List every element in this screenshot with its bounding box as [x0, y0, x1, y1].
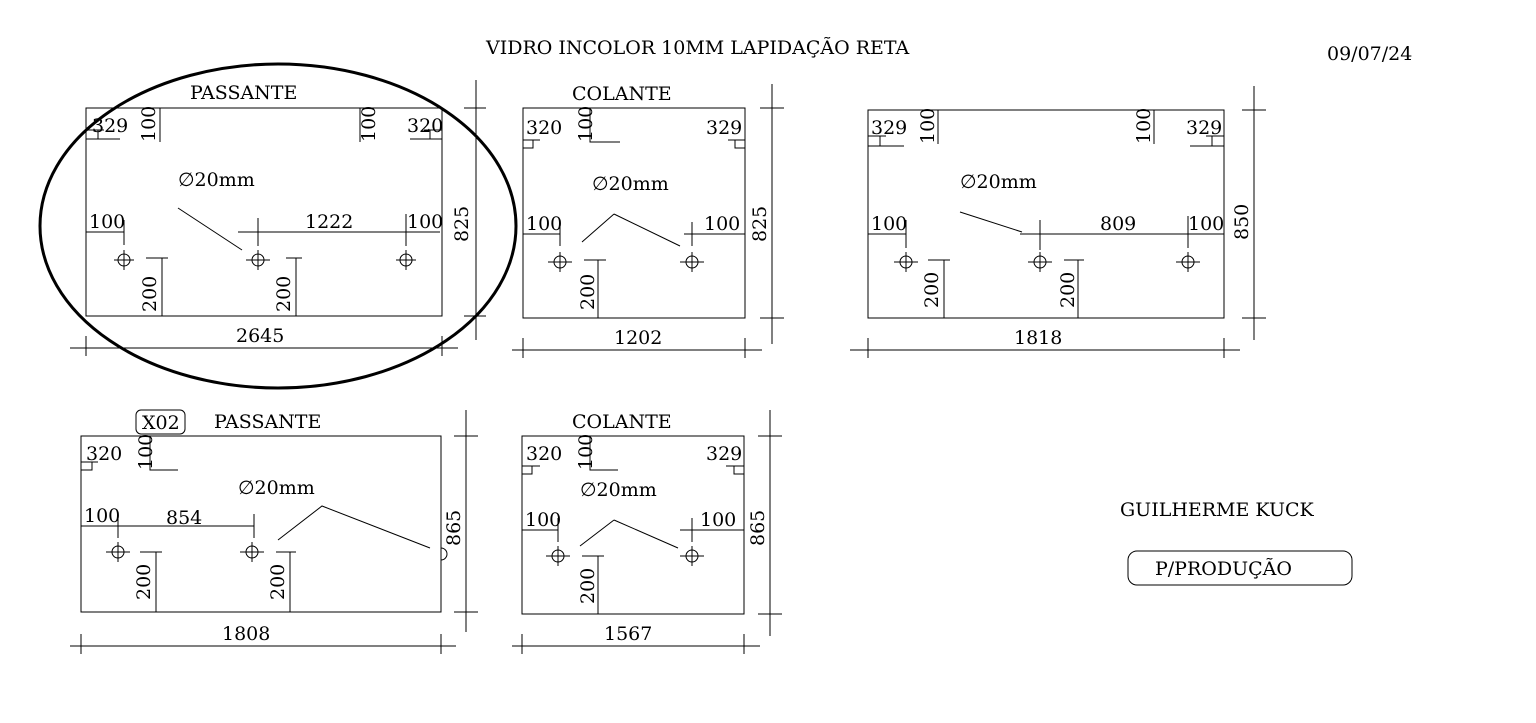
panel-3-edge-left: 100 — [871, 213, 907, 235]
panel-3-hole-offset-1: 200 — [921, 272, 943, 308]
drawing-date: 09/07/24 — [1327, 43, 1412, 65]
panel-4-height: 865 — [443, 510, 465, 546]
highlight-ellipse — [38, 62, 518, 390]
panel-4-edge-hole — [440, 547, 448, 561]
panel-5: COLANTE 320 329 100 ∅20mm 100 100 200 15… — [512, 410, 782, 654]
panel-5-corner-left: 320 — [526, 443, 562, 465]
panel-5-outline — [521, 435, 745, 615]
panel-5-edge-right: 100 — [700, 509, 736, 531]
panel-2: COLANTE 320 329 100 ∅20mm 100 100 200 12… — [512, 83, 784, 358]
panel-3-hole-1 — [894, 252, 918, 272]
panel-5-hole-2 — [680, 546, 704, 566]
panel-3-offset-top-left: 100 — [917, 108, 939, 144]
panel-1-height: 825 — [451, 206, 473, 242]
panel-5-label: COLANTE — [572, 411, 672, 433]
panel-2-corner-left: 320 — [526, 117, 562, 139]
panel-5-edge-left: 100 — [525, 509, 561, 531]
panel-1-label: PASSANTE — [190, 82, 297, 104]
panel-1: PASSANTE 329 320 100 100 ∅20mm 100 1222 … — [38, 62, 518, 390]
panel-3-hole-2 — [1028, 252, 1052, 272]
panel-3: 329 329 100 100 ∅20mm 100 809 100 200 20… — [850, 86, 1266, 358]
panel-5-width: 1567 — [604, 623, 652, 645]
panel-4-hole-diameter: ∅20mm — [238, 477, 315, 499]
panel-1-hole-offset-2: 200 — [273, 276, 295, 312]
panel-3-edge-right: 100 — [1188, 213, 1224, 235]
status-label: P/PRODUÇÃO — [1155, 558, 1292, 580]
panel-3-corner-right: 329 — [1186, 117, 1222, 139]
panel-3-outline — [867, 109, 1225, 319]
panel-3-height: 850 — [1231, 204, 1253, 240]
panel-4-width: 1808 — [222, 623, 270, 645]
panel-4-spacing: 854 — [166, 507, 202, 529]
panel-2-corner-right: 329 — [706, 117, 742, 139]
panel-2-hole-diameter: ∅20mm — [592, 173, 669, 195]
panel-4-edge-left: 100 — [84, 505, 120, 527]
panel-1-hole-3 — [396, 250, 416, 270]
panel-1-offset-top-left: 100 — [138, 106, 160, 142]
panel-1-outline — [85, 107, 443, 317]
author-name: GUILHERME KUCK — [1120, 499, 1314, 521]
panel-1-offset-top-right: 100 — [358, 106, 380, 142]
panel-1-width: 2645 — [236, 325, 284, 347]
panel-4-hole-offset-1: 200 — [133, 564, 155, 600]
panel-4-offset-top-left: 100 — [135, 434, 157, 470]
panel-1-notch-right — [410, 129, 442, 140]
panel-3-hole-3 — [1176, 252, 1200, 272]
panel-2-hole-offset-1: 200 — [577, 274, 599, 310]
panel-2-edge-right: 100 — [704, 213, 740, 235]
panel-3-width: 1818 — [1014, 327, 1062, 349]
panel-3-hole-offset-2: 200 — [1057, 272, 1079, 308]
panel-2-width: 1202 — [614, 327, 662, 349]
panel-1-spacing: 1222 — [305, 211, 353, 233]
panel-2-edge-left: 100 — [526, 213, 562, 235]
panel-1-corner-left: 329 — [92, 115, 128, 137]
panel-1-hole-1 — [114, 250, 134, 270]
panel-2-outline — [522, 107, 746, 319]
panel-5-height: 865 — [747, 510, 769, 546]
panel-4: X02 PASSANTE 320 100 ∅20mm 100 854 200 2… — [70, 409, 478, 654]
panel-4-hole-offset-2: 200 — [267, 564, 289, 600]
panel-4-outline — [80, 435, 442, 613]
panel-2-hole-1 — [548, 252, 572, 272]
panel-4-tag: X02 — [142, 412, 180, 434]
panel-2-offset-top-left: 100 — [575, 106, 597, 142]
panel-1-hole-offset-1: 200 — [139, 276, 161, 312]
panel-1-notch-left — [86, 129, 120, 140]
panel-3-offset-top-right: 100 — [1133, 108, 1155, 144]
panel-3-hole-diameter: ∅20mm — [960, 171, 1037, 193]
panel-5-hole-diameter: ∅20mm — [580, 479, 657, 501]
panel-1-edge-left: 100 — [89, 211, 125, 233]
panel-2-label: COLANTE — [572, 83, 672, 105]
panel-1-corner-right: 320 — [407, 115, 443, 137]
panel-4-corner-left: 320 — [86, 443, 122, 465]
panel-5-corner-right: 329 — [706, 443, 742, 465]
panel-1-hole-2 — [246, 250, 270, 270]
panel-5-offset-top-left: 100 — [575, 434, 597, 470]
panel-4-label: PASSANTE — [214, 411, 321, 433]
panel-2-hole-2 — [680, 252, 704, 272]
panel-1-hole-diameter: ∅20mm — [178, 169, 255, 191]
status-box — [1127, 550, 1353, 586]
panel-1-edge-right: 100 — [407, 211, 443, 233]
panel-5-hole-1 — [546, 546, 570, 566]
panel-4-hole-1 — [106, 542, 130, 562]
panel-5-hole-offset-1: 200 — [577, 568, 599, 604]
panel-4-tag-box — [135, 409, 186, 435]
panel-3-spacing: 809 — [1100, 213, 1136, 235]
panel-4-hole-2 — [240, 542, 264, 562]
drawing-title: VIDRO INCOLOR 10MM LAPIDAÇÃO RETA — [485, 37, 910, 59]
panel-3-corner-left: 329 — [871, 117, 907, 139]
panel-2-height: 825 — [749, 206, 771, 242]
